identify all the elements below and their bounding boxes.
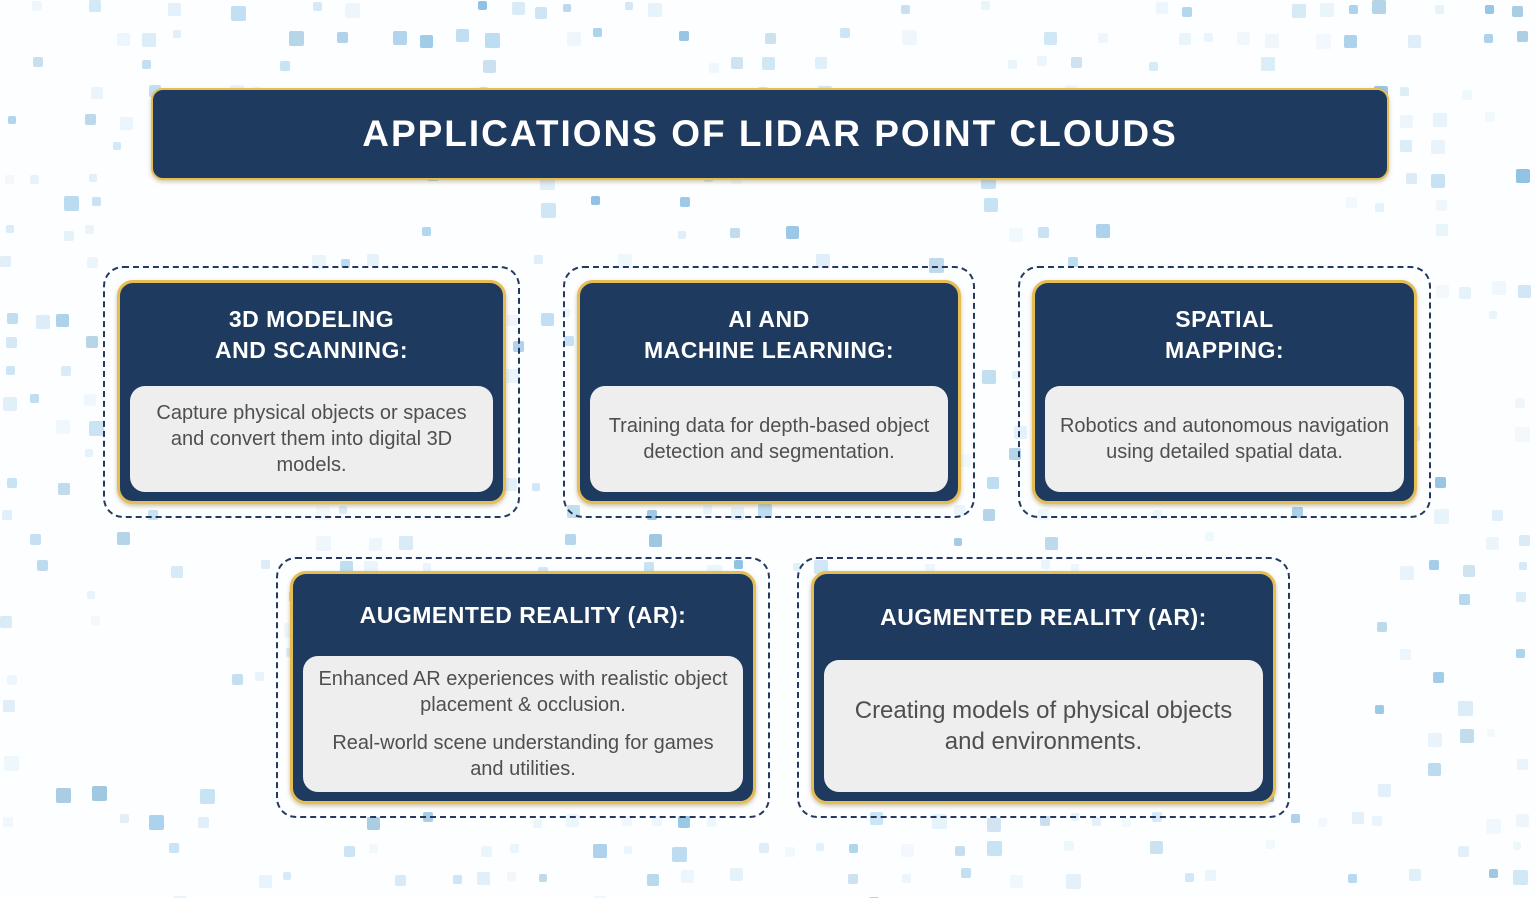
- card-augmented-reality-1: AUGMENTED REALITY (AR): Enhanced AR expe…: [290, 571, 756, 804]
- card-body: Enhanced AR experiences with realistic o…: [303, 656, 743, 792]
- card-body-text: Robotics and autonomous navigation using…: [1059, 415, 1390, 463]
- card-heading-line: 3D MODELING: [228, 306, 395, 333]
- card-body-text: Enhanced AR experiences with realistic o…: [318, 668, 728, 716]
- card-body: Capture physical objects or spaces and c…: [130, 386, 493, 492]
- dashed-frame-ai-ml: AI AND MACHINE LEARNING: Training data f…: [563, 266, 975, 518]
- card-body-text: Creating models of physical objects and …: [854, 696, 1233, 755]
- card-body-text: Real-world scene understanding for games…: [332, 732, 714, 780]
- card-augmented-reality-2: AUGMENTED REALITY (AR): Creating models …: [811, 571, 1276, 804]
- card-heading: AUGMENTED REALITY (AR):: [814, 574, 1273, 660]
- card-heading-line: MAPPING:: [1165, 336, 1284, 363]
- card-body: Training data for depth-based object det…: [590, 386, 948, 492]
- card-heading-line: AUGMENTED REALITY (AR):: [880, 603, 1207, 630]
- card-3d-modeling: 3D MODELING AND SCANNING: Capture physic…: [117, 280, 506, 504]
- card-heading: 3D MODELING AND SCANNING:: [120, 283, 503, 386]
- card-body-text: Capture physical objects or spaces and c…: [156, 402, 467, 476]
- card-heading-line: AUGMENTED REALITY (AR):: [359, 601, 687, 628]
- card-heading: AUGMENTED REALITY (AR):: [293, 574, 753, 656]
- card-heading-line: MACHINE LEARNING:: [644, 336, 894, 363]
- page-title: APPLICATIONS OF LIDAR POINT CLOUDS: [362, 113, 1178, 154]
- dashed-frame-3d-modeling: 3D MODELING AND SCANNING: Capture physic…: [103, 266, 520, 518]
- card-heading: SPATIAL MAPPING:: [1035, 283, 1414, 386]
- card-spatial-mapping: SPATIAL MAPPING: Robotics and autonomous…: [1032, 280, 1417, 504]
- dashed-frame-augmented-reality-2: AUGMENTED REALITY (AR): Creating models …: [797, 557, 1290, 818]
- card-body: Robotics and autonomous navigation using…: [1045, 386, 1404, 492]
- card-body: Creating models of physical objects and …: [824, 660, 1263, 792]
- card-heading-line: AI AND: [728, 306, 810, 333]
- card-ai-ml: AI AND MACHINE LEARNING: Training data f…: [577, 280, 961, 504]
- card-heading-line: SPATIAL: [1175, 306, 1274, 333]
- card-heading: AI AND MACHINE LEARNING:: [580, 283, 958, 386]
- title-banner: APPLICATIONS OF LIDAR POINT CLOUDS: [151, 88, 1389, 180]
- card-body-text: Training data for depth-based object det…: [608, 415, 930, 463]
- dashed-frame-augmented-reality-1: AUGMENTED REALITY (AR): Enhanced AR expe…: [276, 557, 770, 818]
- dashed-frame-spatial-mapping: SPATIAL MAPPING: Robotics and autonomous…: [1018, 266, 1431, 518]
- card-heading-line: AND SCANNING:: [214, 336, 409, 363]
